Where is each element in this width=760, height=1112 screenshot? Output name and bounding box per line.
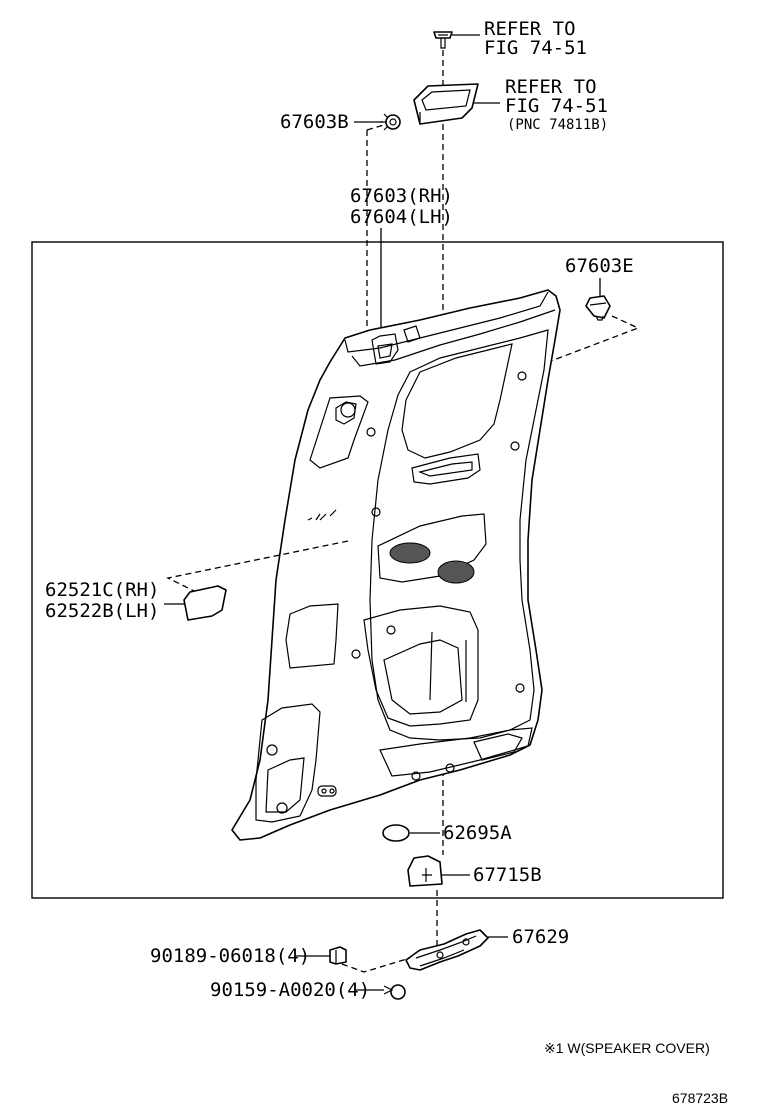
label-67604-lh: 67604(LH) [350,206,453,228]
refer-mid-line1: REFER TO [505,76,597,98]
refer-top-line1: REFER TO [484,18,576,40]
label-62522B-lh: 62522B(LH) [45,600,159,622]
label-67603E: 67603E [565,255,634,277]
speaker-grille-icon [389,542,475,584]
refer-top-line2: FIG 74-51 [484,37,587,59]
label-62521C-rh: 62521C(RH) [45,579,159,601]
plug-62695A-icon [382,824,410,842]
clip-67603B-icon [380,113,401,131]
label-67629: 67629 [512,926,569,948]
bracket-67629-icon [405,929,489,971]
hook-icon [317,785,337,797]
label-62695A: 62695A [443,822,512,844]
refer-mid-line2: FIG 74-51 [505,95,608,117]
clip-67603E-icon [585,295,611,321]
quarter-trim-panel [231,289,561,841]
label-90189: 90189-06018(4) [150,945,310,967]
grip-cover-icon [413,83,479,125]
screw-90159-icon [383,984,406,1000]
screw-icon [433,31,453,49]
note-speaker-cover: ※1 W(SPEAKER COVER) [544,1040,710,1056]
label-67603B: 67603B [280,111,349,133]
label-67603-rh: 67603(RH) [350,185,453,207]
cover-62521C-icon [183,585,227,621]
label-67715B: 67715B [473,864,542,886]
cushion-67715B-icon [407,855,443,887]
label-90159: 90159-A0020(4) [210,979,370,1001]
assembly-frame [31,241,724,899]
nut-90189-icon [329,946,347,965]
figure-id: 678723B [672,1090,728,1106]
refer-mid-line3: (PNC 74811B) [507,117,608,133]
